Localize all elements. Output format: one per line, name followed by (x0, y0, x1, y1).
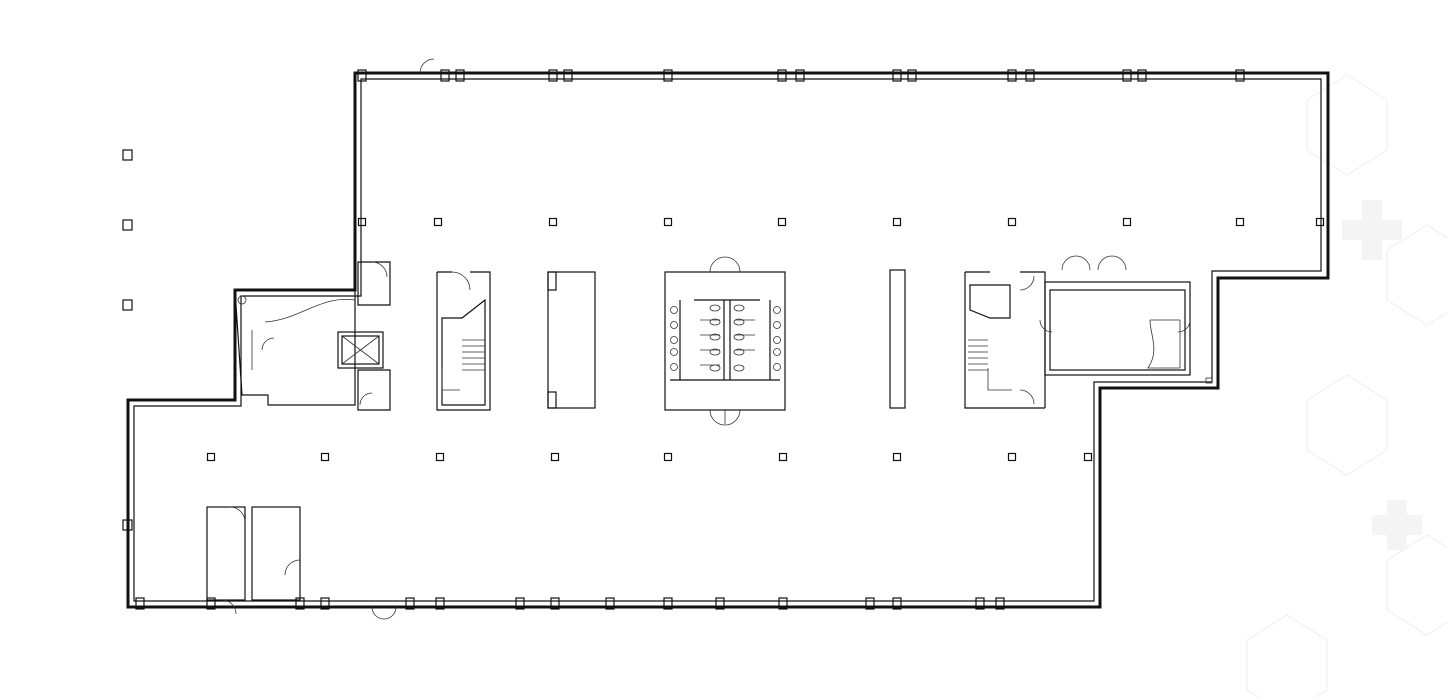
column (433, 217, 443, 227)
column (550, 452, 560, 462)
toilet-icon (733, 304, 745, 312)
toilet-icon (773, 348, 781, 356)
background-hex-pattern (1246, 74, 1447, 697)
fixture-icon (237, 295, 247, 305)
mullion (907, 69, 917, 82)
toilet-icon (733, 333, 745, 341)
toilet-icon (773, 336, 781, 344)
column (892, 217, 902, 227)
toilet-icon (670, 336, 678, 344)
toilet-icon (670, 348, 678, 356)
mullion (206, 597, 216, 610)
mullion (320, 597, 330, 610)
stair-core-left (436, 271, 491, 411)
column (1007, 217, 1017, 227)
bottom-left-rooms (206, 506, 301, 615)
mullion (778, 597, 788, 610)
toilet-icon (709, 333, 721, 341)
mullion (663, 597, 673, 610)
toilet-icon (733, 348, 745, 356)
toilet-icon (709, 318, 721, 326)
mullion (715, 597, 725, 610)
mullion (405, 597, 415, 610)
mullion (1122, 69, 1132, 82)
mullion (605, 597, 615, 610)
mullion (548, 69, 558, 82)
shaft-core (547, 271, 596, 409)
toilet-icon (733, 364, 745, 372)
mullion (1137, 69, 1147, 82)
mullion (440, 69, 450, 82)
mullion (357, 69, 367, 82)
toilet-icon (709, 304, 721, 312)
column (777, 217, 787, 227)
column (892, 452, 902, 462)
mullion (975, 597, 985, 610)
column (357, 217, 367, 227)
toilet-icon (670, 321, 678, 329)
mullion (135, 597, 145, 610)
column (1007, 452, 1017, 462)
mullion (795, 69, 805, 82)
column (1122, 217, 1132, 227)
right-room (1039, 255, 1213, 384)
mullion (122, 299, 133, 311)
inner-wall-line (133, 78, 1322, 602)
column (1235, 217, 1245, 227)
window-mullions (122, 69, 1245, 610)
toilet-icon (670, 306, 678, 314)
doors (371, 58, 435, 620)
mullion (455, 69, 465, 82)
mullion (777, 69, 787, 82)
column (1315, 217, 1325, 227)
mullion (515, 597, 525, 610)
structural-columns (206, 217, 1325, 462)
left-lobby-room (234, 289, 356, 406)
column (778, 452, 788, 462)
elevator (337, 261, 391, 411)
mullion (122, 219, 133, 231)
mullion (892, 597, 902, 610)
column (548, 217, 558, 227)
mullion (995, 597, 1005, 610)
mullion (435, 597, 445, 610)
mullion (865, 597, 875, 610)
mullion (122, 519, 133, 531)
column (320, 452, 330, 462)
mullion (563, 69, 573, 82)
mullion (1025, 69, 1035, 82)
toilet-icon (773, 363, 781, 371)
stair-core-right (964, 271, 1046, 409)
mullion (550, 597, 560, 610)
mullion (122, 149, 133, 161)
restroom-core (664, 256, 786, 426)
exterior-walls (126, 71, 1330, 609)
mullion (892, 69, 902, 82)
toilet-icon (709, 348, 721, 356)
toilet-icon (773, 321, 781, 329)
column (206, 452, 216, 462)
outer-wall (126, 71, 1330, 609)
column-core-right (889, 269, 906, 409)
column (1083, 452, 1093, 462)
toilet-icon (670, 363, 678, 371)
mullion (1235, 69, 1245, 82)
mullion (1007, 69, 1017, 82)
toilet-icon (773, 306, 781, 314)
column (663, 217, 673, 227)
toilet-icon (733, 318, 745, 326)
mullion (663, 69, 673, 82)
column (663, 452, 673, 462)
toilet-icon (709, 364, 721, 372)
column (435, 452, 445, 462)
